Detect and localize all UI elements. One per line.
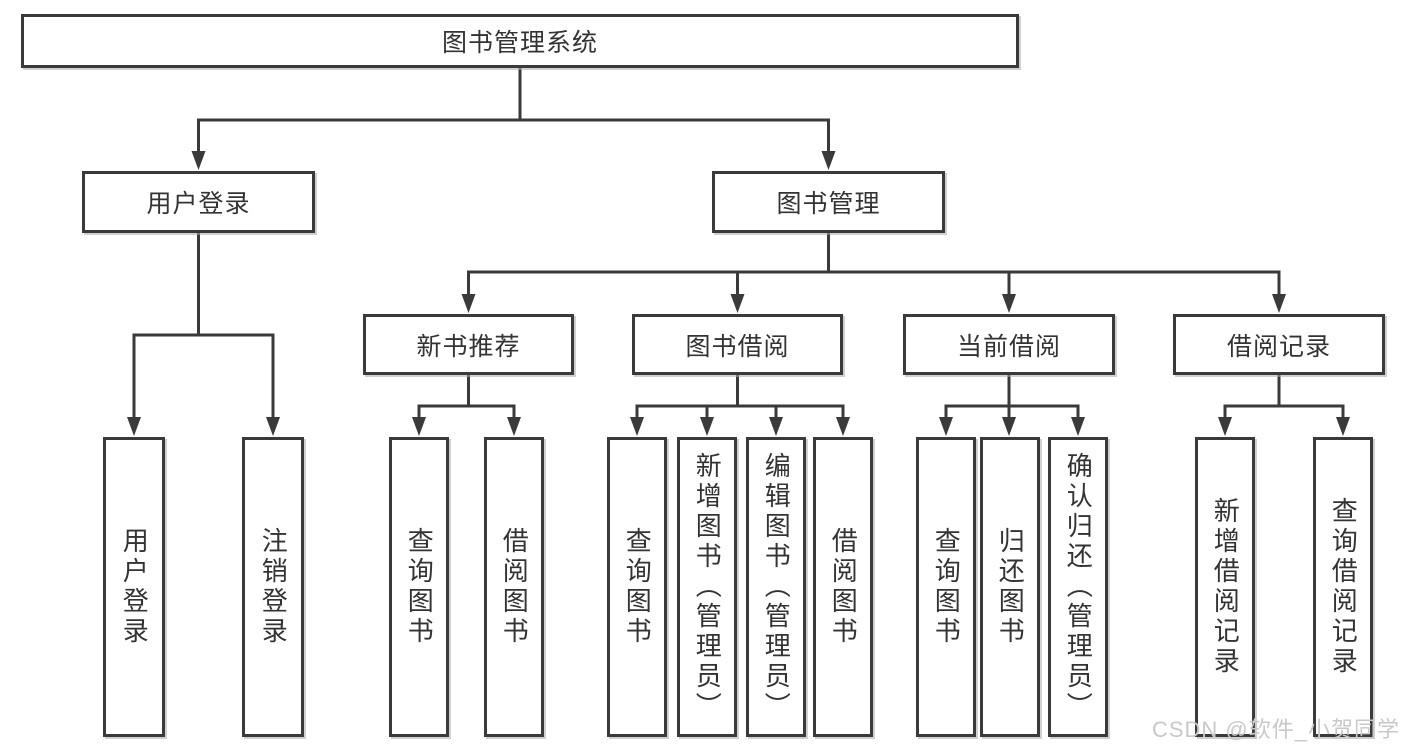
leaf-edit-books-admin-label: 编辑图书（管理员） — [761, 452, 792, 722]
leaf-query-books-recommend: 查询图书 — [389, 437, 449, 737]
node-book-management-label: 图书管理 — [776, 190, 881, 218]
leaf-borrow-books: 借阅图书 — [813, 437, 873, 737]
node-book-management: 图书管理 — [712, 171, 945, 233]
node-user-login-label: 用户登录 — [146, 190, 251, 218]
node-book-borrow: 图书借阅 — [632, 314, 843, 375]
node-new-book-recommend: 新书推荐 — [363, 314, 574, 375]
node-user-login: 用户登录 — [82, 171, 315, 233]
leaf-user-login-label: 用户登录 — [119, 527, 150, 647]
leaf-logout-label: 注销登录 — [258, 527, 289, 647]
arrowheads-leaves — [127, 417, 1350, 436]
connector-current-to-leaves — [944, 373, 1080, 422]
connector-bookmgmt-to-level3 — [467, 231, 1281, 299]
node-borrow-records: 借阅记录 — [1173, 314, 1385, 375]
leaf-query-books-current: 查询图书 — [916, 437, 976, 737]
leaf-logout: 注销登录 — [242, 437, 304, 737]
leaf-return-books-label: 归还图书 — [995, 527, 1026, 647]
leaf-borrow-books-label: 借阅图书 — [828, 527, 859, 647]
leaf-query-books-current-label: 查询图书 — [931, 527, 962, 647]
leaf-borrow-books-recommend-label: 借阅图书 — [499, 527, 530, 647]
connector-newbook-to-leaves — [417, 373, 516, 422]
node-root: 图书管理系统 — [21, 14, 1019, 68]
connector-root-to-level2 — [197, 66, 830, 156]
arrowheads-level3 — [461, 294, 1286, 313]
connector-records-to-leaves — [1223, 373, 1345, 422]
leaf-add-books-admin: 新增图书（管理员） — [677, 437, 737, 737]
node-new-book-recommend-label: 新书推荐 — [416, 332, 521, 361]
leaf-add-borrow-record-label: 新增借阅记录 — [1210, 497, 1241, 677]
arrowheads-level2 — [191, 151, 836, 170]
leaf-query-books-borrow-label: 查询图书 — [622, 527, 653, 647]
leaf-add-books-admin-label: 新增图书（管理员） — [692, 452, 723, 722]
leaf-query-books-recommend-label: 查询图书 — [404, 527, 435, 647]
leaf-edit-books-admin: 编辑图书（管理员） — [746, 437, 806, 737]
leaf-query-books-borrow: 查询图书 — [607, 437, 667, 737]
node-current-borrow: 当前借阅 — [903, 314, 1115, 375]
node-current-borrow-label: 当前借阅 — [956, 332, 1061, 361]
leaf-borrow-books-recommend: 借阅图书 — [484, 437, 544, 737]
node-book-borrow-label: 图书借阅 — [685, 332, 790, 361]
leaf-return-books: 归还图书 — [980, 437, 1040, 737]
leaf-query-borrow-record-label: 查询借阅记录 — [1328, 497, 1359, 677]
leaf-user-login: 用户登录 — [103, 437, 165, 737]
connector-borrow-to-leaves — [635, 373, 845, 422]
leaf-add-borrow-record: 新增借阅记录 — [1195, 437, 1255, 737]
leaf-confirm-return-admin: 确认归还（管理员） — [1048, 437, 1108, 737]
leaf-query-borrow-record: 查询借阅记录 — [1313, 437, 1373, 737]
leaf-confirm-return-admin-label: 确认归还（管理员） — [1063, 452, 1094, 722]
node-borrow-records-label: 借阅记录 — [1226, 332, 1331, 361]
connector-userlogin-to-leaves — [132, 231, 275, 422]
node-root-label: 图书管理系统 — [441, 29, 598, 57]
